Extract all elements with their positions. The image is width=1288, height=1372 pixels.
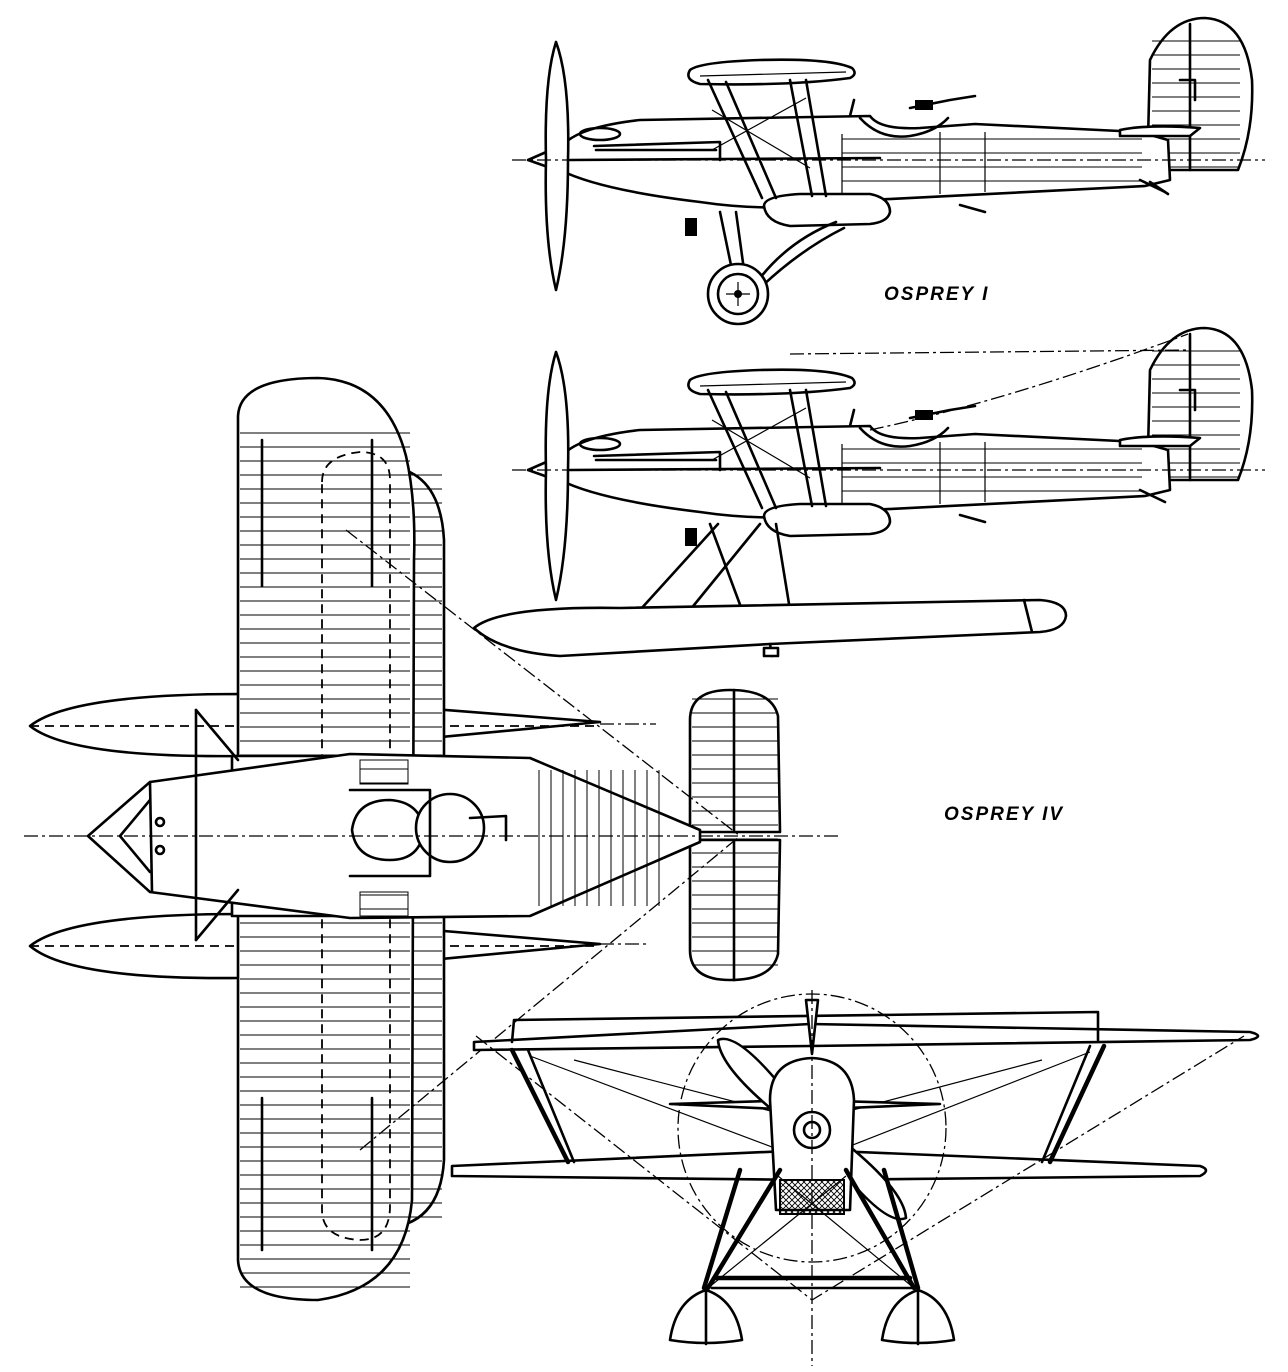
osprey-iv-label: OSPREY IV: [944, 804, 1064, 825]
front-view: [450, 990, 1260, 1366]
osprey-i-label: OSPREY I: [884, 284, 989, 305]
side-view-landplane: OSPREY I: [512, 16, 1265, 326]
plan-view: OSPREY IV: [24, 376, 1064, 1302]
side-view-seaplane: [472, 326, 1265, 658]
